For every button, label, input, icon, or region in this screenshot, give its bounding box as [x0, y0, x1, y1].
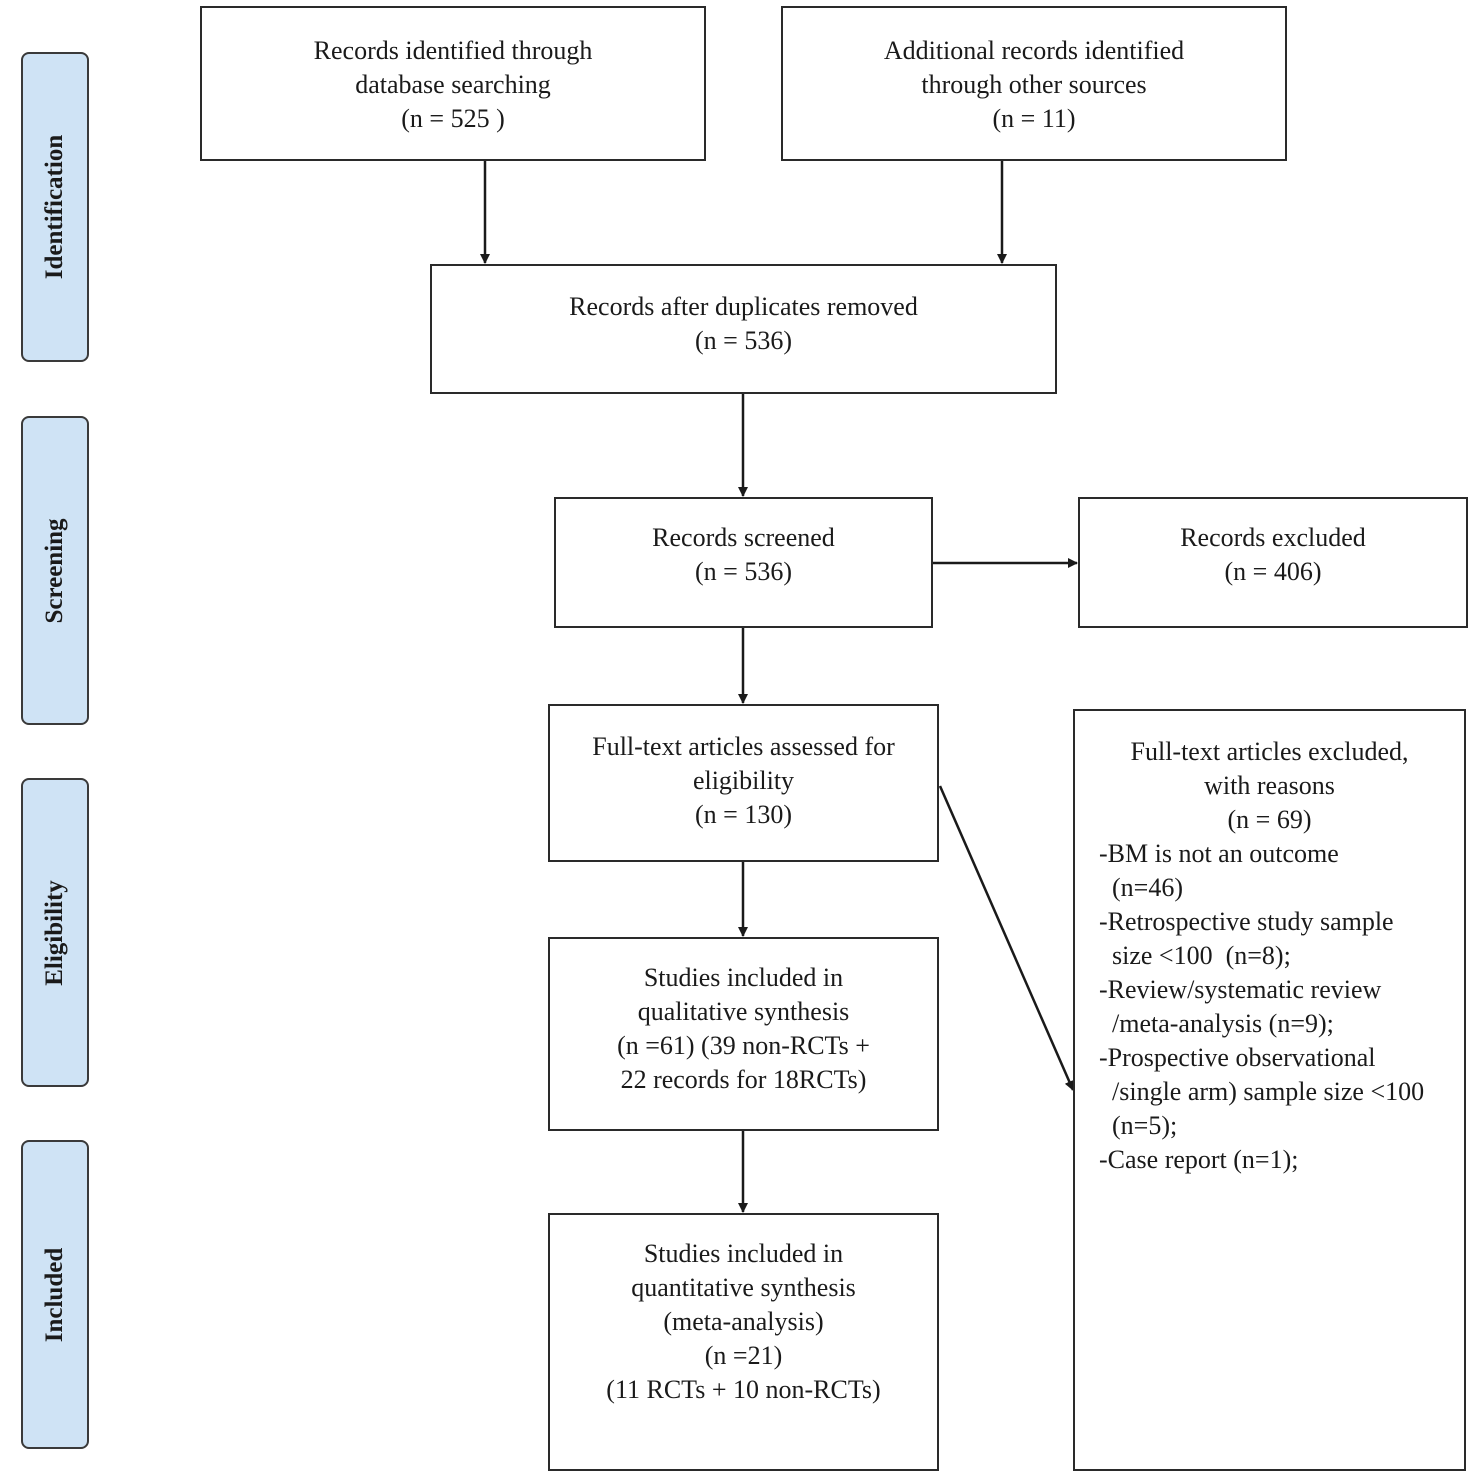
fulltext-line-3: (n = 130)	[695, 800, 792, 829]
qualitative-line-3: (n =61) (39 non-RCTs +	[617, 1031, 870, 1060]
box-database-records: Records identified through database sear…	[200, 6, 706, 161]
qualitative-line-4: 22 records for 18RCTs)	[620, 1065, 867, 1094]
stage-identification: Identification	[21, 52, 89, 362]
other-sources-line-2: through other sources	[921, 70, 1147, 99]
box-after-duplicates: Records after duplicates removed (n = 53…	[430, 264, 1057, 394]
fulltext-excluded-heading-1: Full-text articles excluded,	[1130, 737, 1409, 766]
arrow-fulltext-to-excluded	[938, 785, 1075, 1091]
database-line-1: Records identified through	[313, 36, 593, 65]
quantitative-line-1: Studies included in	[643, 1239, 844, 1268]
excluded-line-2: (n = 406)	[1224, 557, 1322, 586]
screened-line-1: Records screened	[652, 523, 835, 552]
after-duplicates-line-1: Records after duplicates removed	[569, 292, 918, 321]
box-other-sources: Additional records identified through ot…	[781, 6, 1287, 161]
other-sources-line-1: Additional records identified	[883, 36, 1185, 65]
exclusion-reasons-list: -BM is not an outcome (n=46) -Retrospect…	[1075, 837, 1464, 1177]
exclusion-reason: -Retrospective study sample	[1099, 907, 1394, 936]
exclusion-reason: -Review/systematic review	[1099, 975, 1382, 1004]
exclusion-reason: (n=46)	[1099, 873, 1183, 902]
box-records-excluded: Records excluded (n = 406)	[1078, 497, 1468, 628]
database-line-3: (n = 525 )	[401, 104, 505, 133]
exclusion-reason: size <100 (n=8);	[1099, 941, 1291, 970]
box-qualitative-synthesis: Studies included in qualitative synthesi…	[548, 937, 939, 1131]
fulltext-excluded-heading-2: with reasons	[1204, 771, 1335, 800]
exclusion-reason: /single arm) sample size <100	[1099, 1077, 1425, 1106]
box-fulltext-excluded: Full-text articles excluded, with reason…	[1073, 709, 1466, 1471]
quantitative-line-3: (meta-analysis)	[663, 1307, 824, 1336]
box-records-screened: Records screened (n = 536)	[554, 497, 933, 628]
quantitative-line-5: (11 RCTs + 10 non-RCTs)	[606, 1375, 881, 1404]
quantitative-line-2: quantitative synthesis	[631, 1273, 856, 1302]
after-duplicates-line-2: (n = 536)	[695, 326, 792, 355]
screened-line-2: (n = 536)	[695, 557, 792, 586]
qualitative-line-2: qualitative synthesis	[637, 997, 850, 1026]
fulltext-line-1: Full-text articles assessed for	[592, 732, 895, 761]
stage-screening: Screening	[21, 416, 89, 725]
stage-included: Included	[21, 1140, 89, 1449]
exclusion-reason: -BM is not an outcome	[1099, 839, 1339, 868]
exclusion-reason: -Case report (n=1);	[1099, 1145, 1299, 1174]
other-sources-line-3: (n = 11)	[992, 104, 1076, 133]
box-quantitative-synthesis: Studies included in quantitative synthes…	[548, 1213, 939, 1471]
box-fulltext-assessed: Full-text articles assessed for eligibil…	[548, 704, 939, 862]
qualitative-line-1: Studies included in	[643, 963, 844, 992]
exclusion-reason: /meta-analysis (n=9);	[1099, 1009, 1334, 1038]
quantitative-line-4: (n =21)	[704, 1341, 783, 1370]
database-line-2: database searching	[355, 70, 551, 99]
exclusion-reason: (n=5);	[1099, 1111, 1178, 1140]
fulltext-excluded-heading-3: (n = 69)	[1227, 805, 1312, 834]
fulltext-line-2: eligibility	[692, 766, 795, 795]
stage-eligibility: Eligibility	[21, 778, 89, 1087]
exclusion-reason: -Prospective observational	[1099, 1043, 1376, 1072]
excluded-line-1: Records excluded	[1180, 523, 1366, 552]
